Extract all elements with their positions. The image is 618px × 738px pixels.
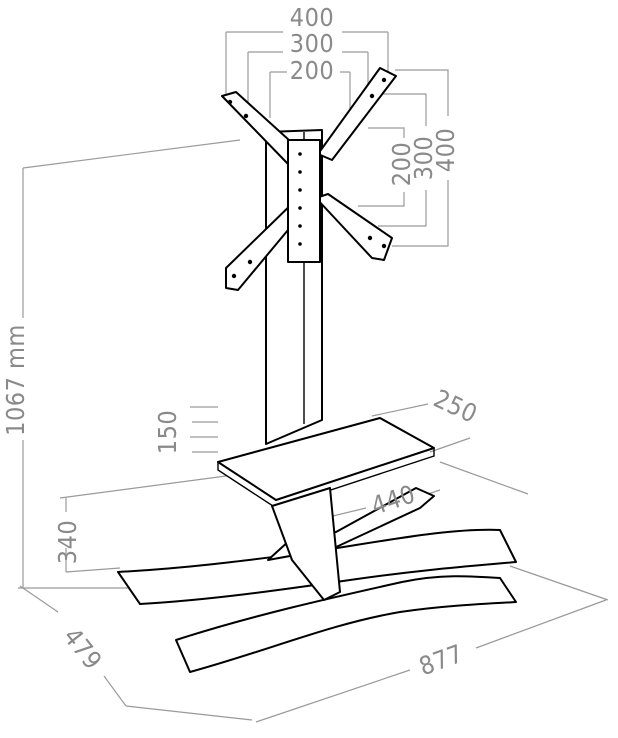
label-base-width: 877 <box>415 639 467 681</box>
label-vesa-h-400: 400 <box>290 3 334 32</box>
label-height-total: 1067 mm <box>1 324 30 436</box>
label-shelf-width: 440 <box>368 479 419 520</box>
dim-line-shelf-depth <box>371 403 529 495</box>
dim-line-base-depth <box>19 585 253 721</box>
dimension-lines <box>18 31 609 723</box>
label-vesa-h-200: 200 <box>290 56 334 85</box>
label-base-depth: 479 <box>58 622 108 675</box>
stand-outline <box>117 67 517 673</box>
dim-line-shelf-gap <box>190 406 218 453</box>
dim-line-vesa-h-400 <box>225 31 389 100</box>
dim-line-shelf-height <box>59 475 227 573</box>
front-foot <box>175 575 517 673</box>
label-vesa-v-200: 200 <box>387 142 416 186</box>
bolt-holes <box>227 77 387 279</box>
label-shelf-height: 340 <box>53 520 82 564</box>
label-shelf-depth: 250 <box>429 384 482 429</box>
dim-line-vesa-h-200 <box>269 71 351 118</box>
vesa-arm-tr <box>317 67 397 161</box>
dim-line-vesa-v-200 <box>358 127 405 207</box>
dim-line-vesa-h-300 <box>247 51 369 108</box>
dim-line-vesa-v-400 <box>392 69 449 247</box>
vesa-arm-br <box>315 193 393 261</box>
label-vesa-v-300: 300 <box>409 136 438 180</box>
vesa-plate <box>287 139 321 263</box>
label-vesa-h-300: 300 <box>290 29 334 58</box>
dim-line-vesa-v-300 <box>378 93 427 227</box>
label-vesa-v-400: 400 <box>431 128 460 172</box>
label-shelf-gap: 150 <box>153 410 182 454</box>
dim-line-base-width <box>255 565 609 723</box>
shelf-bracket <box>271 487 341 601</box>
dim-line-height <box>18 139 241 589</box>
